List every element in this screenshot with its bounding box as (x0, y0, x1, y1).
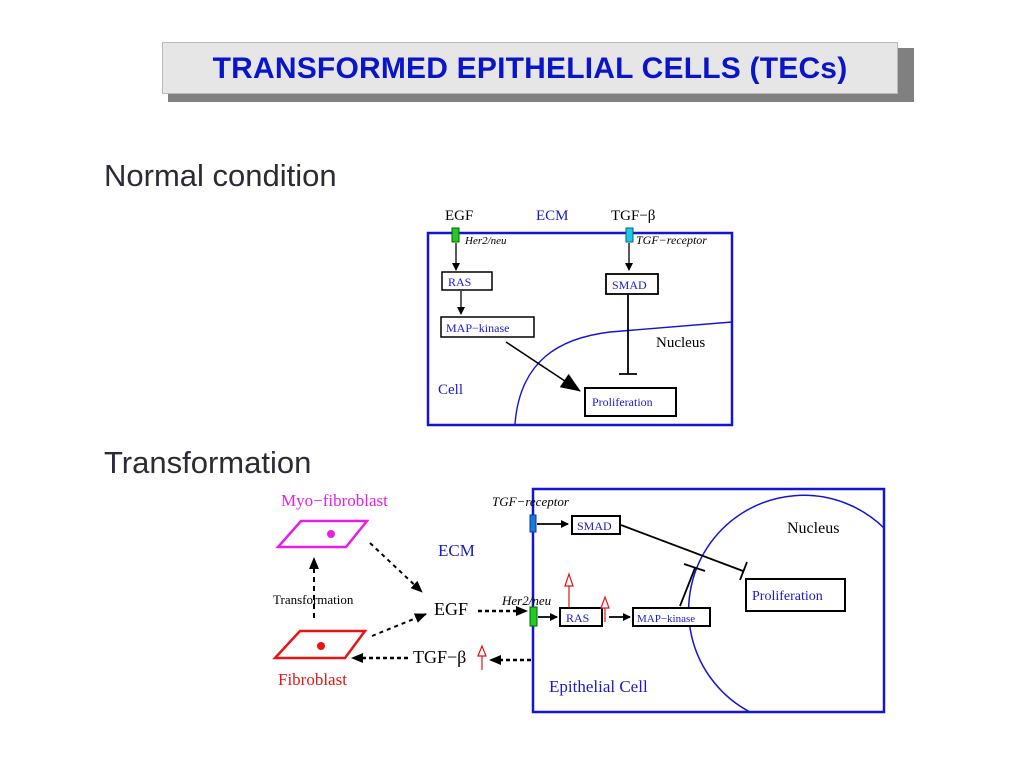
egf-label: EGF (445, 208, 473, 224)
heading-normal-condition: Normal condition (104, 158, 337, 193)
smad-inhibition-bar (739, 561, 748, 581)
nucleus-membrane (514, 321, 733, 425)
map-inhibition-line (679, 567, 696, 607)
smad-label: SMAD (577, 519, 612, 533)
fibroblast-label: Fibroblast (278, 670, 347, 689)
nucleus-label: Nucleus (656, 335, 705, 351)
her2neu-upregulation-arrow-icon (564, 572, 574, 610)
map-kinase-box (632, 607, 711, 627)
fibroblast-to-egf-arrow (371, 613, 427, 637)
her2neu-label: Her2/neu (464, 235, 507, 247)
ras-box (559, 607, 603, 627)
smad-inhibition-line (620, 524, 744, 572)
ecm-label: ECM (536, 208, 569, 224)
cell-boundary (426, 231, 734, 427)
map-inhibition-bar (683, 563, 706, 572)
map-kinase-label: MAP−kinase (637, 613, 695, 625)
tgf-beta-upregulation-arrow-icon (477, 644, 487, 670)
smad-box (605, 273, 659, 295)
proliferation-label: Proliferation (592, 395, 653, 409)
proliferation-box (584, 387, 677, 417)
tgf-beta-label: TGF−β (413, 647, 466, 667)
map-kinase-label: MAP−kinase (446, 321, 509, 335)
smad-box (571, 515, 621, 535)
heading-transformation: Transformation (104, 445, 312, 480)
her2neu-label: Her2/neu (501, 593, 552, 608)
ras-label: RAS (566, 611, 589, 625)
myo-to-egf-arrow (369, 542, 423, 593)
ecm-label: ECM (438, 541, 475, 560)
smad-label: SMAD (612, 278, 647, 292)
tgf-receptor-icon (625, 227, 634, 243)
egf-label: EGF (434, 599, 468, 619)
cell-label: Cell (438, 382, 463, 398)
map-kinase-box (440, 316, 535, 338)
her2neu-receptor-icon (451, 227, 460, 243)
title-banner: TRANSFORMED EPITHELIAL CELLS (TECs) (162, 42, 898, 94)
her2neu-receptor-icon (529, 606, 538, 627)
ras-box (441, 271, 493, 291)
fibroblast-nucleus-icon (317, 642, 325, 650)
proliferation-box (745, 578, 846, 612)
page-title: TRANSFORMED EPITHELIAL CELLS (TECs) (212, 52, 848, 85)
myo-fibroblast-cell-icon (275, 519, 370, 549)
epithelial-cell-label: Epithelial Cell (549, 677, 648, 696)
myo-fibroblast-label: Myo−fibroblast (281, 491, 388, 510)
tgf-receptor-icon (529, 514, 537, 533)
ras-upregulation-arrow-icon (600, 595, 610, 622)
transformation-label: Transformation (273, 592, 354, 607)
myo-fibroblast-nucleus-icon (327, 530, 335, 538)
tgf-receptor-label: TGF−receptor (636, 233, 707, 247)
map-to-proliferation-arrow (505, 341, 581, 392)
tgf-beta-label: TGF−β (611, 208, 655, 224)
epithelial-cell-boundary (531, 487, 886, 714)
nucleus-label: Nucleus (787, 520, 839, 537)
tgf-receptor-label: TGF−receptor (492, 494, 570, 509)
proliferation-label: Proliferation (752, 589, 823, 604)
ras-label: RAS (448, 275, 471, 289)
nucleus-membrane (687, 494, 885, 713)
